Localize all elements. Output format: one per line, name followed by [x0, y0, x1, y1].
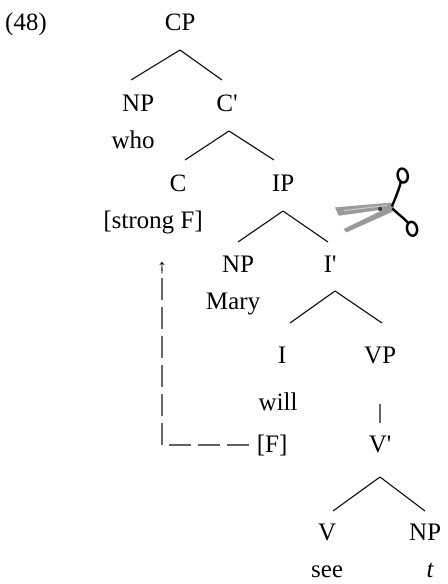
feature-f: [F] — [257, 431, 288, 458]
node-c-bar: C' — [216, 90, 237, 117]
node-v: V — [318, 519, 336, 546]
branch-ibar-i — [289, 290, 336, 324]
branch-cbar-ip — [228, 130, 275, 161]
word-mary: Mary — [206, 288, 261, 315]
branch-cbar-c — [184, 130, 230, 161]
movement-arrow: ↑ — [157, 256, 167, 278]
node-vp: VP — [364, 342, 396, 369]
trace-t: t — [427, 556, 435, 583]
word-will: will — [259, 389, 298, 416]
feature-movement-path: ↑ — [157, 256, 249, 446]
node-i-bar: I' — [324, 251, 337, 278]
node-np-subject: NP — [222, 251, 254, 278]
scissors-icon — [334, 167, 419, 237]
branch-ip-np — [237, 210, 284, 243]
word-see: see — [311, 556, 343, 583]
example-number: (48) — [5, 9, 47, 36]
branch-ibar-vp — [334, 290, 383, 324]
node-cp: CP — [165, 9, 196, 36]
branch-ip-ibar — [282, 210, 329, 243]
node-v-bar: V' — [369, 431, 392, 458]
node-i: I — [278, 342, 286, 369]
branch-vbar-v — [332, 476, 381, 512]
branch-cp-np — [130, 49, 181, 81]
feature-strong-f: [strong F] — [103, 207, 202, 234]
tree-branches — [130, 49, 426, 512]
word-who: who — [111, 127, 154, 154]
node-c: C — [170, 170, 187, 197]
branch-cp-cbar — [179, 49, 223, 81]
node-np-spec: NP — [122, 90, 154, 117]
branch-vbar-np — [379, 476, 426, 512]
node-np-object: NP — [409, 519, 441, 546]
movement-dashed-line — [161, 268, 249, 446]
node-ip: IP — [272, 170, 294, 197]
